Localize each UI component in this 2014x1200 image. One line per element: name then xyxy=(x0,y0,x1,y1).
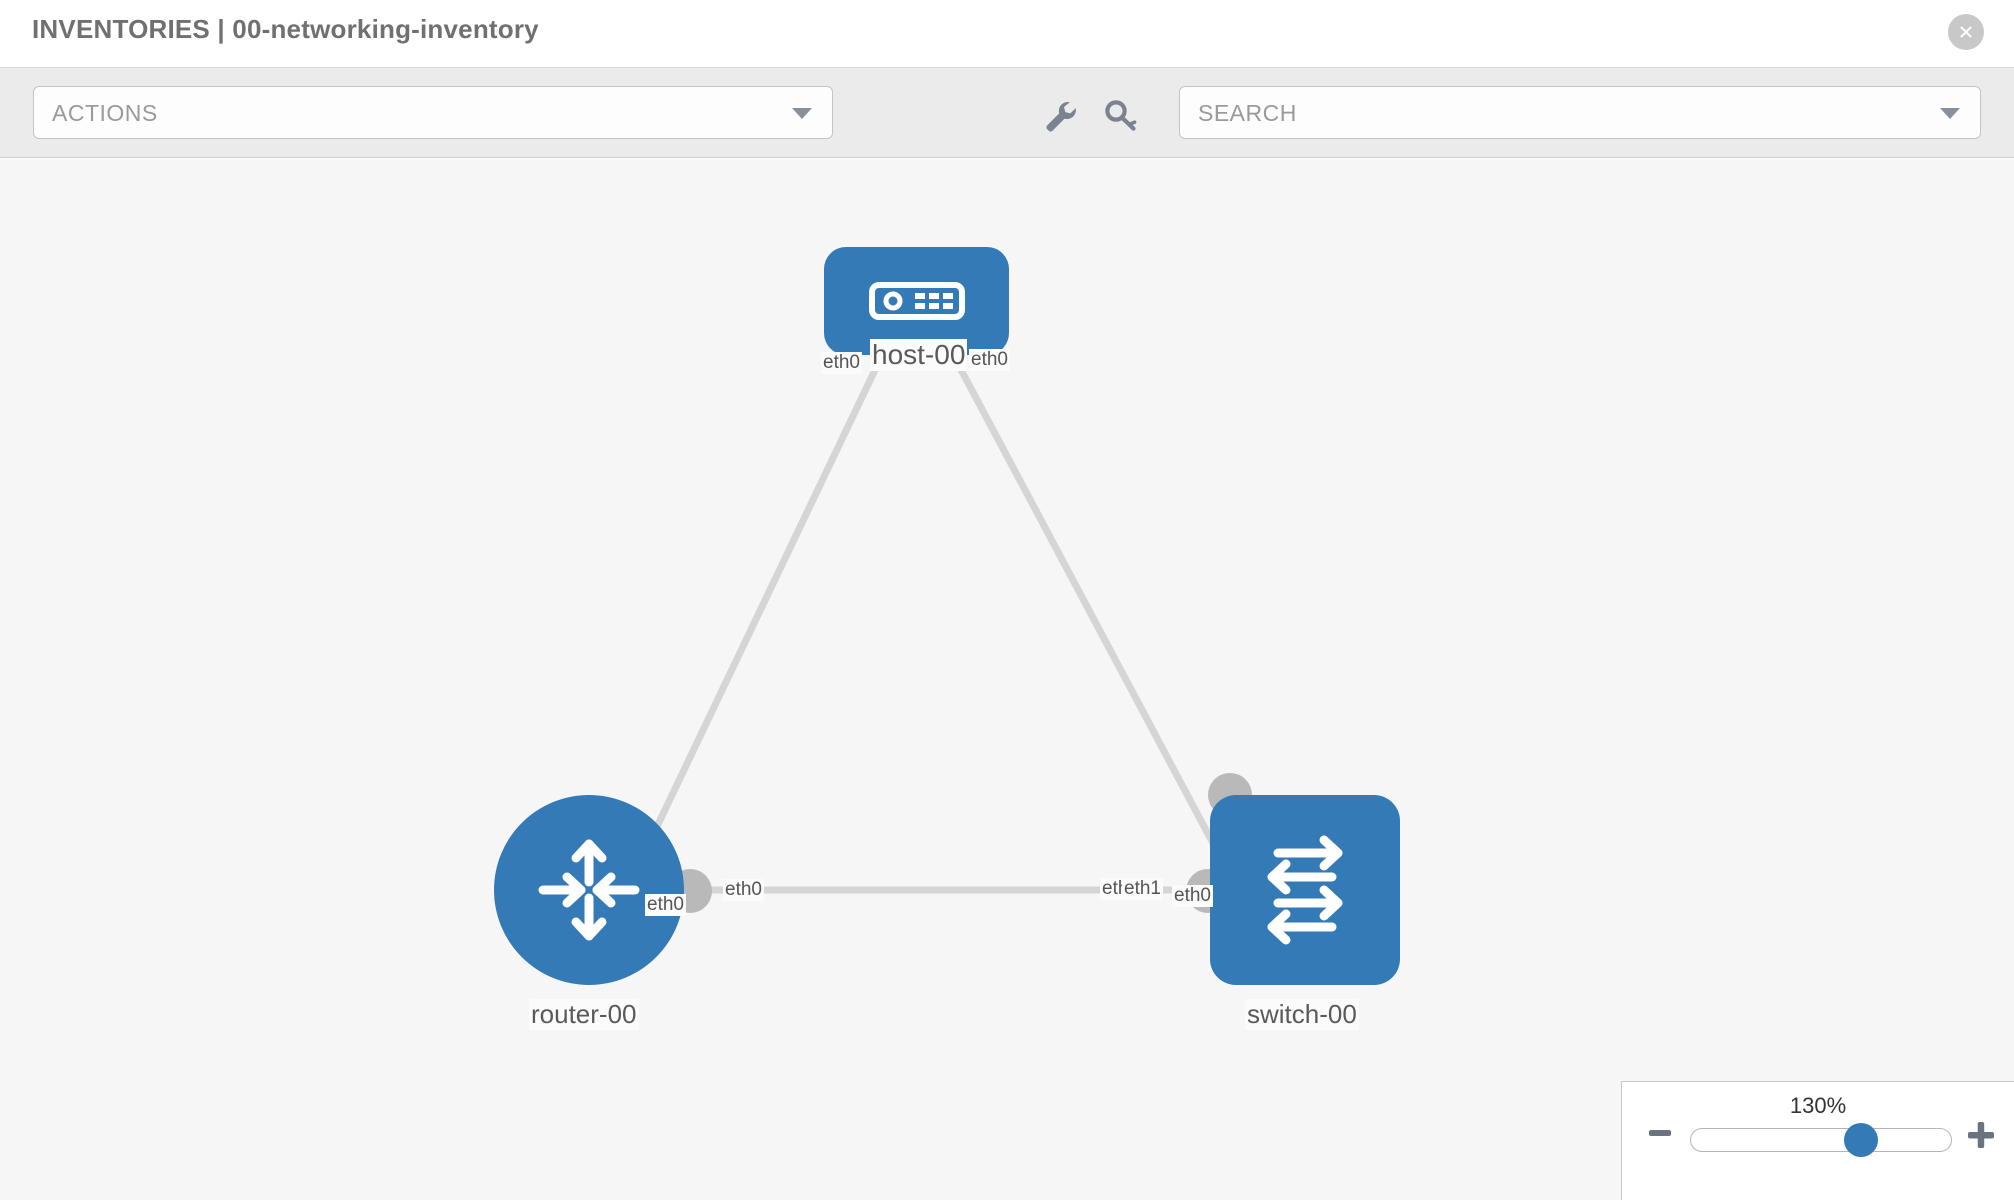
edge-label-host00-eth0-left: eth0 xyxy=(821,352,862,374)
zoom-slider[interactable] xyxy=(1690,1123,1952,1157)
search-input[interactable]: SEARCH xyxy=(1179,86,1981,139)
page-header: INVENTORIES | 00-networking-inventory xyxy=(0,0,2014,68)
toolbar: ACTIONS SEARCH xyxy=(0,68,2014,158)
node-router-00-shape xyxy=(494,795,684,985)
node-host-00[interactable] xyxy=(824,247,1009,355)
chevron-down-icon[interactable] xyxy=(1940,108,1960,119)
zoom-level-value: 130% xyxy=(1789,1093,1847,1118)
edge-label-switch00-eth1: eth1 xyxy=(1122,878,1163,900)
search-placeholder: SEARCH xyxy=(1198,100,1297,126)
node-router-00[interactable] xyxy=(494,795,684,985)
link-host00-router00 xyxy=(616,347,889,906)
node-host-00-label: host-00 xyxy=(870,339,968,371)
zoom-control-panel: 130% xyxy=(1621,1081,2014,1200)
node-switch-00[interactable] xyxy=(1210,795,1400,985)
key-icon[interactable] xyxy=(1102,98,1142,134)
edge-label-host00-eth0-right: eth0 xyxy=(969,349,1010,371)
switch-arrows-icon xyxy=(1267,835,1343,945)
node-host-00-shape xyxy=(824,247,1009,355)
edge-label-switch00-eth0-top: eth0 xyxy=(1172,885,1213,907)
actions-dropdown[interactable]: ACTIONS xyxy=(33,86,833,139)
node-router-00-label: router-00 xyxy=(529,999,639,1030)
minus-icon[interactable] xyxy=(1647,1120,1673,1146)
close-icon[interactable] xyxy=(1948,14,1984,50)
server-icon xyxy=(868,282,965,320)
topology-canvas[interactable]: host-00 eth0 eth0 xyxy=(0,159,2014,1200)
router-arrows-icon xyxy=(538,839,640,941)
chevron-down-icon xyxy=(792,108,812,119)
node-switch-00-shape xyxy=(1210,795,1400,985)
plus-icon[interactable] xyxy=(1966,1120,1996,1150)
edge-label-router00-eth0-up: eth0 xyxy=(645,894,686,916)
page-title: INVENTORIES | 00-networking-inventory xyxy=(32,14,539,44)
wrench-icon[interactable] xyxy=(1040,98,1080,134)
edge-label-router00-eth0-right: eth0 xyxy=(723,879,764,901)
link-host00-switch00 xyxy=(946,347,1236,881)
zoom-slider-thumb[interactable] xyxy=(1844,1123,1878,1157)
actions-dropdown-label: ACTIONS xyxy=(52,100,158,126)
node-switch-00-label: switch-00 xyxy=(1245,999,1359,1030)
